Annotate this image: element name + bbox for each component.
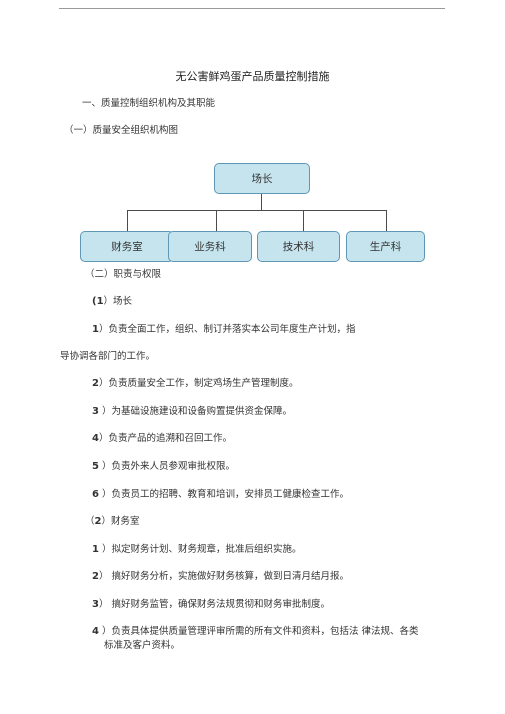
org-node-director: 场长 [214, 163, 310, 194]
item-number: 2 [92, 571, 99, 582]
org-node-business: 业务科 [168, 231, 252, 262]
director-item: 4）负责产品的追溯和召回工作。 [92, 433, 232, 445]
director-item: 5 ）负责外来人员参观审批权限。 [92, 461, 235, 473]
item-number: 2 [92, 378, 99, 389]
item-text: ）负责产品的追溯和召回工作。 [98, 433, 232, 444]
heading-text: ）场长 [103, 296, 133, 307]
item-number: 3 [92, 406, 99, 417]
finance-item-continued: 标准及客户资料。 [104, 640, 180, 652]
item-number: 1 [92, 324, 99, 335]
item-text: ）负责全面工作，组织、制订并落实本公司年度生产计划，指 [98, 324, 356, 335]
item-number: 6 [92, 489, 99, 500]
item-text: ） 搞好财务分析，实施做好财务核算，做到日清月结月报。 [98, 571, 349, 582]
item-text: 标准及客户资料。 [104, 640, 181, 651]
director-item: 1）负责全面工作，组织、制订并落实本公司年度生产计划，指 [92, 324, 355, 336]
heading-number: (1 [92, 296, 104, 307]
item-number: 4 [92, 626, 99, 637]
section1-heading: 一、质量控制组织机构及其职能 [82, 98, 216, 109]
item-number: 5 [92, 461, 99, 472]
item-text: ）负责质量安全工作，制定鸡场生产管理制度。 [98, 378, 299, 389]
finance-heading: （2）财务室 [85, 516, 140, 528]
top-rule [59, 8, 445, 9]
connector-line [303, 210, 305, 231]
document-title: 无公害鲜鸡蛋产品质量控制措施 [175, 70, 330, 83]
connector-line [127, 210, 129, 231]
item-text: ） 搞好财务监管，确保财务法规贯彻和财务审批制度。 [98, 599, 330, 610]
heading-open: （ [85, 516, 95, 527]
finance-item: 1 ）拟定财务计划、财务规章，批准后组织实施。 [92, 544, 302, 556]
item-text: ）负责员工的招聘、教育和培训，安排员工健康检查工作。 [98, 489, 349, 500]
director-item: 6 ）负责员工的招聘、教育和培训，安排员工健康检查工作。 [92, 489, 349, 501]
item-text: ）拟定财务计划、财务规章，批准后组织实施。 [98, 544, 302, 555]
item-text: ）负责外来人员参观审批权限。 [98, 461, 235, 472]
org-node-production: 生产科 [346, 231, 425, 262]
org-node-technical: 技术科 [257, 231, 340, 262]
item-number: 4 [92, 433, 99, 444]
subsection1-heading: （一）质量安全组织机构图 [64, 125, 179, 136]
director-item: 2）负责质量安全工作，制定鸡场生产管理制度。 [92, 378, 298, 390]
finance-item: 4 ）负责具体提供质量管理评审所需的所有文件和资料，包括法 律法规、各类 [92, 626, 419, 638]
director-item: 3 ）为基础设施建设和设备购置提供资金保障。 [92, 406, 292, 418]
item-number: 3 [92, 599, 99, 610]
director-item-continued: 导协调各部门的工作。 [60, 351, 155, 363]
connector-line [386, 210, 388, 231]
item-number: 1 [92, 544, 99, 555]
finance-item: 2） 搞好财务分析，实施做好财务核算，做到日清月结月报。 [92, 571, 349, 583]
finance-item: 3） 搞好财务监管，确保财务法规贯彻和财务审批制度。 [92, 599, 330, 611]
heading-number: 2 [94, 516, 102, 527]
connector-line [261, 194, 263, 211]
item-text: 导协调各部门的工作。 [60, 351, 156, 362]
item-text: ）负责具体提供质量管理评审所需的所有文件和资料，包括法 律法规、各类 [98, 626, 419, 637]
heading-text: ）财务室 [101, 516, 140, 527]
org-node-finance: 财务室 [80, 231, 174, 262]
connector-line [216, 210, 218, 231]
subsection2-heading: （二）职责与权限 [85, 269, 162, 280]
item-text: ）为基础设施建设和设备购置提供资金保障。 [98, 406, 292, 417]
director-heading: (1）场长 [92, 296, 132, 308]
connector-line [127, 210, 386, 212]
